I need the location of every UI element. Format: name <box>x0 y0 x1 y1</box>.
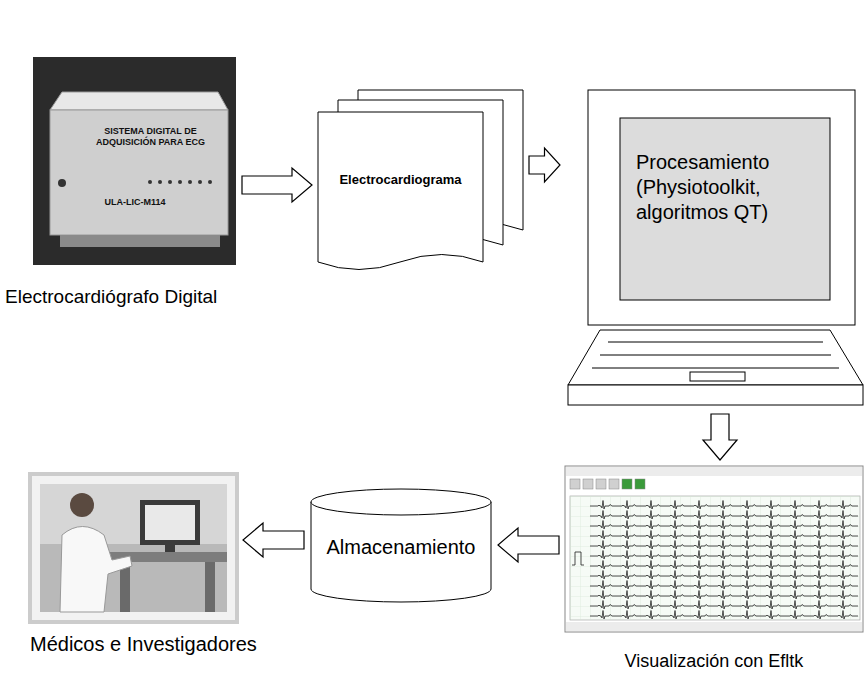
device-label: ULA-LIC-M114 <box>85 197 185 208</box>
users-caption: Médicos e Investigadores <box>30 632 257 657</box>
illustration-circle <box>168 180 172 184</box>
illustration-rect <box>30 474 237 622</box>
document-stack-node: Electrocardiograma <box>318 90 523 275</box>
block-arrow <box>498 528 559 562</box>
illustration-circle <box>58 179 66 187</box>
users-photo-node: Médicos e Investigadores <box>30 474 237 622</box>
illustration-circle <box>198 180 202 184</box>
label-holder: SISTEMA DIGITAL DE ADQUISICIÓN PARA ECG <box>78 126 223 148</box>
illustration-rect <box>565 466 863 632</box>
laptop-drawing <box>568 90 863 405</box>
illustration-line <box>600 355 831 356</box>
illustration-rect <box>620 118 830 300</box>
illustration-line <box>608 342 823 343</box>
block-arrow <box>242 168 312 202</box>
illustration-rect <box>566 467 862 476</box>
illustration-rect <box>583 479 593 489</box>
illustration-rect <box>145 505 195 540</box>
document-title: Electrocardiograma <box>318 172 483 188</box>
illustration-circle <box>70 493 94 517</box>
illustration-line <box>592 368 839 369</box>
illustration-rect <box>588 90 855 325</box>
illustration-rect <box>635 479 645 489</box>
illustration-path <box>318 112 483 270</box>
storage-cylinder-node: Almacenamiento <box>310 488 492 603</box>
illustration-rect <box>570 496 860 620</box>
device-label: SISTEMA DIGITAL DE ADQUISICIÓN PARA ECG <box>78 126 223 148</box>
illustration-path <box>311 502 491 602</box>
illustration-ellipse <box>311 489 491 515</box>
block-arrow <box>529 148 560 182</box>
screenshot-caption: Visualización con Efltk <box>565 650 863 673</box>
block-arrow <box>703 414 737 460</box>
illustration-circle <box>208 180 212 184</box>
laptop-screen-node: Procesamiento (Physiotoolkit, algoritmos… <box>566 88 863 408</box>
illustration-rect <box>596 479 606 489</box>
illustration-rect <box>570 479 580 489</box>
illustration-rect <box>205 562 215 612</box>
illustration-path <box>60 527 132 613</box>
illustration-circle <box>178 180 182 184</box>
ecg-viewer-screenshot <box>565 466 863 632</box>
illustration-path <box>572 552 584 565</box>
illustration-circle <box>148 180 152 184</box>
illustration-rect <box>140 500 200 545</box>
device-photo-node: Electrocardiógrafo Digital <box>33 57 236 265</box>
illustration-rect <box>566 622 862 631</box>
device-caption: Electrocardiógrafo Digital <box>5 285 217 309</box>
illustration-rect <box>570 496 860 620</box>
storage-cylinder-shape <box>311 489 491 602</box>
illustration-rect <box>690 372 745 381</box>
users-photo <box>30 474 237 622</box>
storage-text: Almacenamiento <box>310 535 492 560</box>
illustration-rect <box>165 545 175 552</box>
illustration-rect <box>590 500 858 620</box>
process-text: Procesamiento (Physiotoolkit, algoritmos… <box>636 150 821 225</box>
illustration-rect <box>60 235 220 247</box>
document-stack-shape <box>318 90 523 270</box>
illustration-rect <box>568 385 863 405</box>
illustration-rect <box>33 57 236 265</box>
illustration-rect <box>50 110 228 235</box>
screenshot-node: Visualización con Efltk <box>565 466 863 632</box>
illustration-circle <box>188 180 192 184</box>
ecg-device-photo <box>33 57 236 265</box>
illustration-polygon <box>568 330 863 385</box>
illustration-rect <box>609 479 619 489</box>
illustration-polygon <box>50 92 228 110</box>
illustration-rect <box>622 479 632 489</box>
block-arrow <box>243 523 304 557</box>
label-holder: ULA-LIC-M114 <box>85 197 185 208</box>
illustration-circle <box>158 180 162 184</box>
illustration-rect <box>40 484 227 612</box>
